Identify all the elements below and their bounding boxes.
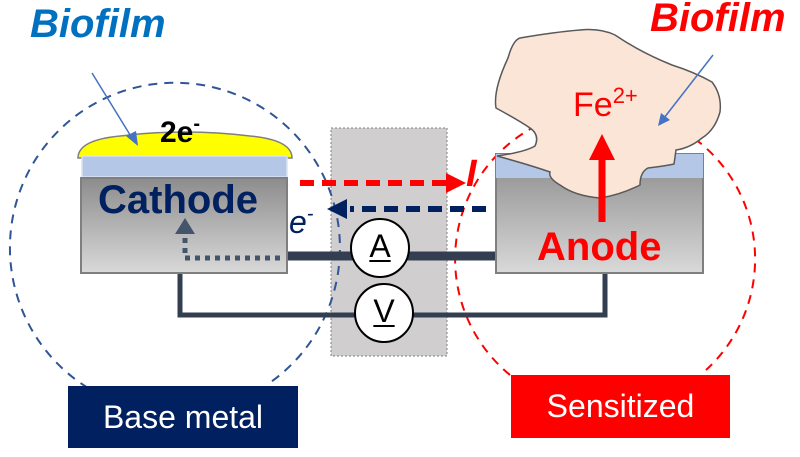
ammeter [350, 218, 410, 278]
sensitized-region-circle [454, 108, 757, 376]
base-metal-tag-text: Base metal [102, 398, 264, 435]
right-biofilm-pointer [663, 54, 714, 119]
ion-element: Fe [573, 86, 613, 124]
base-metal-tag: Base metal [68, 386, 298, 448]
right-biofilm-pointer-head [658, 113, 670, 126]
electron-pair-charge: - [193, 113, 201, 135]
cathode-label: Cathode [98, 178, 258, 222]
ammeter-symbol: A [369, 228, 391, 264]
sensitized-tag-text: Sensitized [546, 388, 695, 424]
current-label: I [466, 153, 477, 195]
electron-charge: - [306, 203, 314, 225]
left-biofilm-pointer [91, 72, 133, 139]
electron-pair-label: 2e- [160, 113, 200, 150]
cathode-passive-layer [81, 155, 288, 178]
voltmeter [354, 283, 414, 343]
right-biofilm-label: Biofilm [650, 0, 786, 40]
left-biofilm-label: Biofilm [30, 2, 166, 46]
ion-label: Fe2+ [573, 83, 638, 125]
internal-electron-path [182, 238, 280, 261]
current-flow-arrow-head [446, 173, 466, 193]
electron-symbol: e [289, 204, 307, 240]
base-metal-region-circle [8, 81, 341, 389]
ion-release-arrow-head [589, 134, 615, 160]
internal-arrow-head [175, 218, 195, 234]
voltmeter-symbol: V [373, 293, 395, 329]
electron-pair-base: 2e [160, 116, 194, 149]
anode-label: Anode [537, 225, 662, 269]
electron-flow-label: e- [289, 203, 313, 241]
left-biofilm-pointer-head [126, 131, 138, 146]
electron-flow-arrow-head [327, 199, 347, 219]
ion-charge: 2+ [612, 83, 638, 108]
sensitized-tag: Sensitized [511, 375, 730, 438]
